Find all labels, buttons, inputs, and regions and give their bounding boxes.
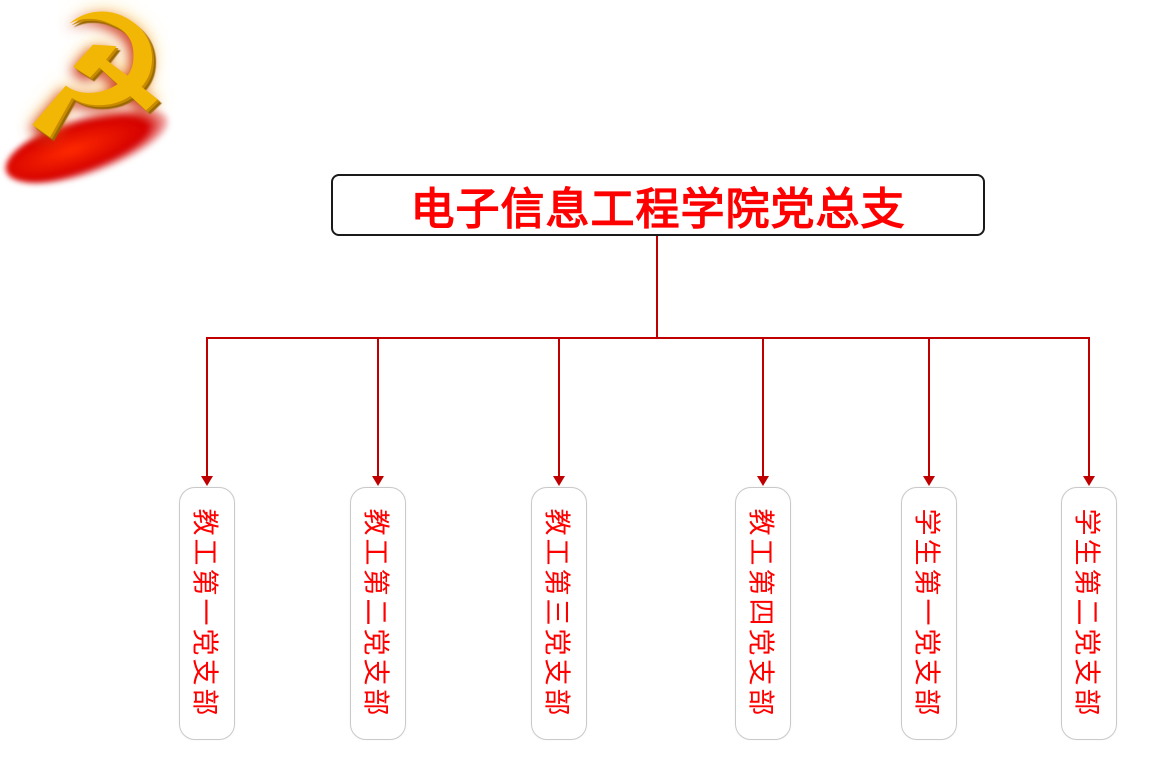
- hammer-sickle-icon: ☭: [18, 0, 173, 174]
- connector-stem: [656, 236, 658, 337]
- branch-node: 学生第二党支部: [1061, 487, 1117, 740]
- connector-drop: [1088, 337, 1090, 477]
- branch-node: 教工第二党支部: [350, 487, 406, 740]
- branch-node-label: 教工第四党支部: [745, 508, 776, 719]
- branch-node: 教工第三党支部: [531, 487, 587, 740]
- connector-bar: [206, 337, 1090, 339]
- connector-drop: [206, 337, 208, 477]
- arrow-down-icon: [201, 476, 213, 486]
- branch-node-label: 学生第一党支部: [911, 508, 942, 719]
- connector-drop: [928, 337, 930, 477]
- arrow-down-icon: [553, 476, 565, 486]
- arrow-down-icon: [1083, 476, 1095, 486]
- root-node-label: 电子信息工程学院党总支: [410, 185, 906, 234]
- connector-drop: [377, 337, 379, 477]
- connector-drop: [762, 337, 764, 477]
- branch-node-label: 教工第二党支部: [360, 508, 391, 719]
- branch-node-label: 教工第三党支部: [541, 508, 572, 719]
- arrow-down-icon: [757, 476, 769, 486]
- arrow-down-icon: [923, 476, 935, 486]
- arrow-down-icon: [372, 476, 384, 486]
- branch-node: 教工第四党支部: [735, 487, 791, 740]
- branch-node-label: 教工第一党支部: [189, 508, 220, 719]
- party-emblem: ☭: [0, 0, 221, 199]
- root-node: 电子信息工程学院党总支: [331, 174, 985, 236]
- branch-node: 学生第一党支部: [901, 487, 957, 740]
- branch-node-label: 学生第二党支部: [1071, 508, 1102, 719]
- branch-node: 教工第一党支部: [179, 487, 235, 740]
- connector-drop: [558, 337, 560, 477]
